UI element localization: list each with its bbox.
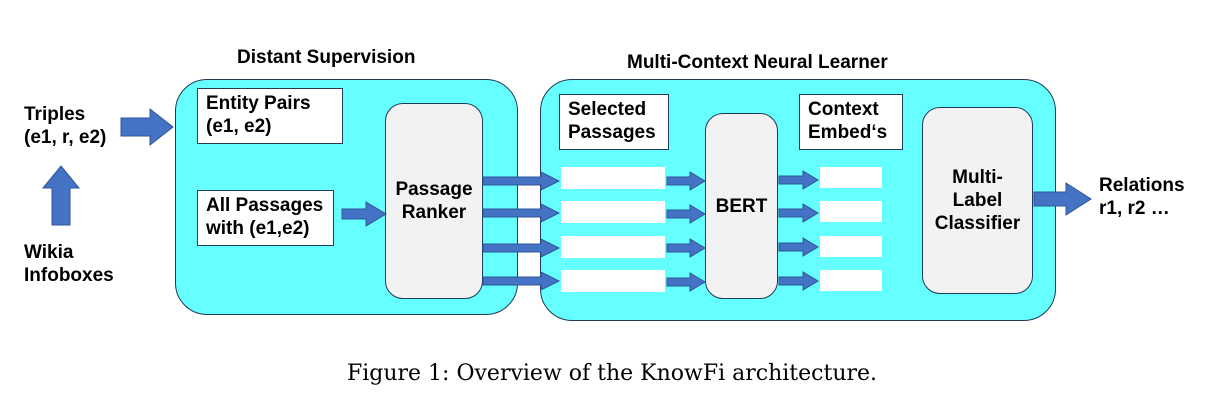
arrow-bert-to-embedding xyxy=(778,237,819,257)
arrow-ranker-to-slot xyxy=(482,203,561,223)
neural-learner-title: Multi-Context Neural Learner xyxy=(627,52,888,73)
arrow-bert-to-embedding xyxy=(778,203,819,223)
embedding-slot xyxy=(820,236,882,257)
passage-slot xyxy=(561,167,665,189)
arrow-ranker-to-slot xyxy=(482,171,561,191)
arrow-slot-to-bert xyxy=(666,238,706,258)
arrow-triples-to-supervision xyxy=(120,107,174,147)
entity-pairs-box: Entity Pairs (e1, e2) xyxy=(197,88,343,144)
embedding-slot xyxy=(820,167,882,188)
distant-supervision-title: Distant Supervision xyxy=(237,47,416,68)
embedding-slot xyxy=(820,270,882,291)
relations-label: Relations r1, r2 … xyxy=(1099,175,1185,219)
bert-box: BERT xyxy=(705,113,778,299)
passage-ranker-box: Passage Ranker xyxy=(385,103,483,299)
arrow-bert-to-embedding xyxy=(778,170,819,190)
arrow-slot-to-bert xyxy=(666,204,706,224)
arrow-classifier-to-relations xyxy=(1033,182,1092,216)
arrow-ranker-to-slot xyxy=(482,238,561,258)
classifier-box: Multi- Label Classifier xyxy=(922,107,1033,294)
arrow-wikia-to-triples xyxy=(41,165,81,226)
passage-slot xyxy=(561,201,665,223)
passage-slot xyxy=(561,236,665,258)
arrow-slot-to-bert xyxy=(666,171,706,191)
arrow-ranker-to-slot xyxy=(482,271,561,291)
all-passages-box: All Passages with (e1,e2) xyxy=(197,190,334,246)
arrow-passages-to-ranker xyxy=(341,201,387,227)
passage-slot xyxy=(561,270,665,292)
wikia-infoboxes-label: Wikia Infoboxes xyxy=(24,242,114,286)
arrow-slot-to-bert xyxy=(666,272,706,292)
embedding-slot xyxy=(820,201,882,222)
context-embeds-box: Context Embed‘s xyxy=(799,94,903,150)
figure-caption: Figure 1: Overview of the KnowFi archite… xyxy=(346,361,878,386)
triples-label: Triples (e1, r, e2) xyxy=(24,104,107,148)
selected-passages-box: Selected Passages xyxy=(559,94,669,150)
arrow-bert-to-embedding xyxy=(778,271,819,291)
